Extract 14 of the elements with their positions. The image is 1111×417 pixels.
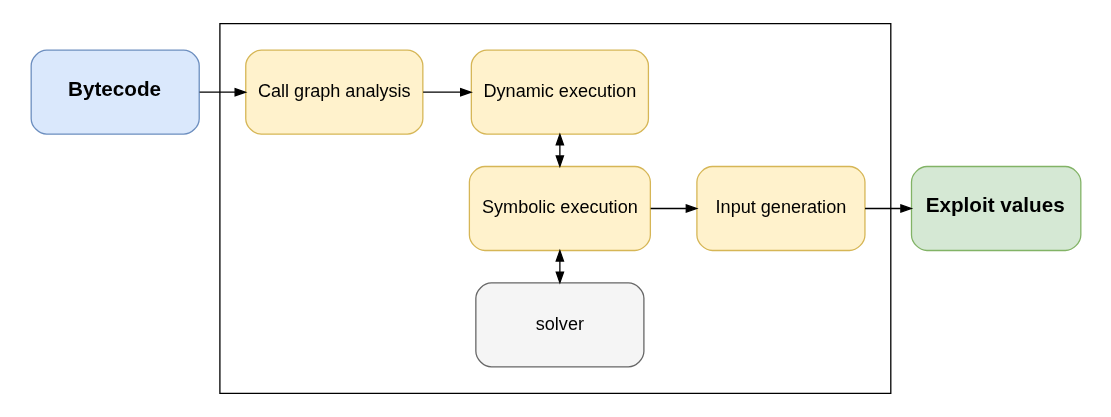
node-box: Input generation — [695, 165, 866, 252]
node-box: solver — [474, 282, 645, 368]
cluster — [218, 23, 891, 394]
node-box: Symbolic execution — [468, 165, 651, 252]
node-box: Exploit values — [910, 165, 1081, 252]
arrow — [863, 203, 913, 214]
arrow — [554, 248, 564, 285]
node-box: Dynamic execution — [470, 49, 649, 135]
arrow — [554, 132, 564, 169]
arrow — [649, 203, 699, 214]
node-box: Call graph analysis — [244, 49, 423, 135]
arrow — [421, 87, 473, 97]
arrow — [198, 87, 247, 97]
node-box: Bytecode — [30, 49, 200, 135]
